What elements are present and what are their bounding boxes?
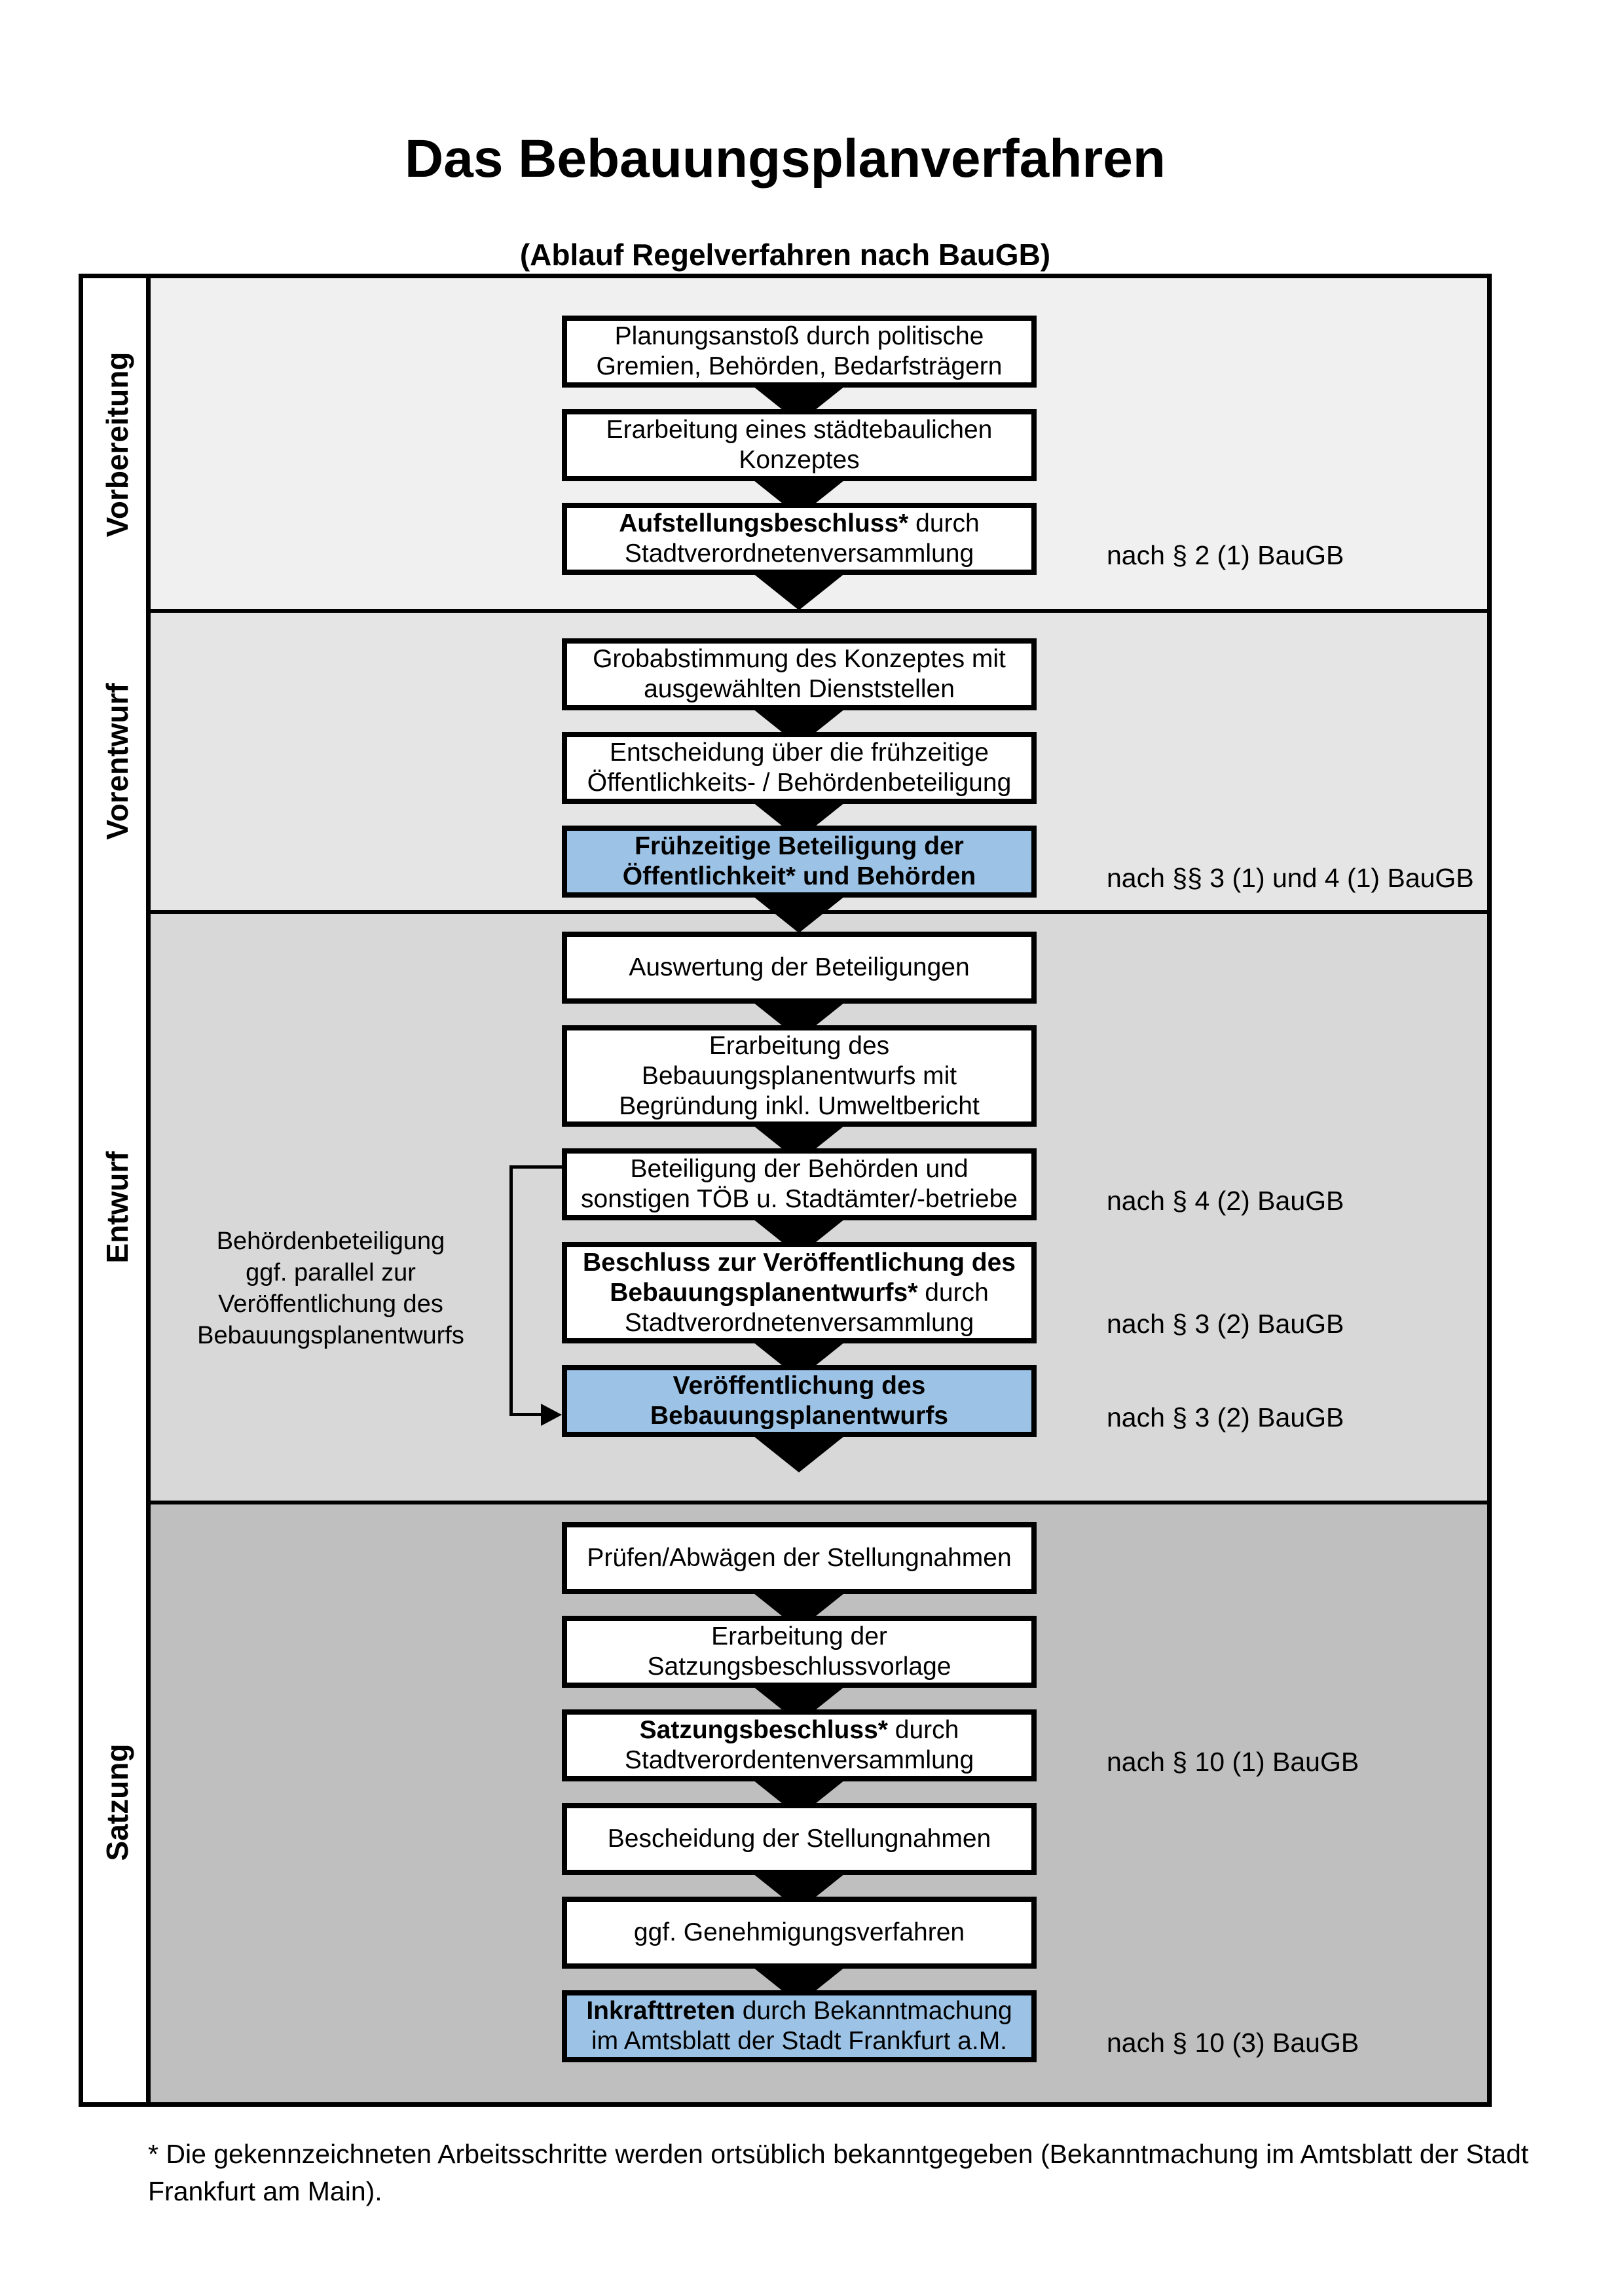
flow-box-text-line: Auswertung der Beteiligungen: [629, 953, 970, 981]
flow-box: Bescheidung der Stellungnahmen: [562, 1803, 1037, 1875]
page-subtitle: (Ablauf Regelverfahren nach BauGB): [519, 238, 1051, 272]
flow-box-text-line: Inkrafttreten durch Bekanntmachung: [586, 1997, 1012, 2025]
law-annotation: nach § 4 (2) BauGB: [1107, 1186, 1344, 1216]
flow-box-text-line: Frühzeitige Beteiligung der: [635, 832, 964, 860]
flow-box-text-line: Entscheidung über die frühzeitige: [610, 738, 989, 767]
flow-box-text-line: im Amtsblatt der Stadt Frankfurt a.M.: [591, 2027, 1008, 2055]
flow-box-text-line: Grobabstimmung des Konzeptes mit: [593, 645, 1006, 673]
flow-box-text-line: Satzungsbeschluss* durch: [639, 1716, 959, 1744]
flow-box-text-line: ggf. Genehmigungsverfahren: [633, 1918, 965, 1946]
flow-box-text-line: Erarbeitung der: [711, 1622, 887, 1650]
law-annotation: nach § 3 (2) BauGB: [1107, 1309, 1344, 1339]
flow-box-text-line: Planungsanstoß durch politische: [614, 322, 984, 350]
flow-box: ggf. Genehmigungsverfahren: [562, 1897, 1037, 1969]
flow-box-text-line: Veröffentlichung des: [673, 1372, 926, 1400]
law-annotation: nach § 3 (2) BauGB: [1107, 1402, 1344, 1432]
law-annotation: nach § 2 (1) BauGB: [1107, 540, 1344, 570]
arrow-down-icon: [750, 1433, 848, 1472]
flow-box-text-line: Öffentlichkeit* und Behörden: [622, 862, 976, 890]
flow-box-text-line: Prüfen/Abwägen der Stellungnahmen: [587, 1544, 1012, 1572]
law-annotation: nach §§ 3 (1) und 4 (1) BauGB: [1107, 863, 1474, 893]
flow-box-text-line: Stadtverordnetenversammlung: [624, 1308, 974, 1337]
footnote: * Die gekennzeichneten Arbeitsschritte w…: [148, 2136, 1562, 2210]
side-note-line: Bebauungsplanentwurfs: [197, 1322, 464, 1349]
flow-box-text-line: Gremien, Behörden, Bedarfsträgern: [596, 352, 1003, 380]
connector-arrowhead-icon: [541, 1404, 562, 1426]
phase-label-column: Vorbereitung Vorentwurf Entwurf Satzung: [83, 278, 151, 2102]
row-divider: [83, 1501, 1487, 1504]
flow-box: Prüfen/Abwägen der Stellungnahmen: [562, 1522, 1037, 1594]
law-annotation: nach § 10 (1) BauGB: [1107, 1747, 1359, 1777]
footnote-line: * Die gekennzeichneten Arbeitsschritte w…: [148, 2139, 1529, 2169]
side-note: Behördenbeteiligung ggf. parallel zur Ve…: [151, 1226, 511, 1351]
flow-box-text-line: sonstigen TÖB u. Stadtämter/-betriebe: [581, 1185, 1018, 1213]
flow-box-text-line: Begründung inkl. Umweltbericht: [619, 1091, 980, 1120]
row-divider: [83, 609, 1487, 613]
side-note-line: Veröffentlichung des: [218, 1290, 443, 1318]
flow-box-text-line: ausgewählten Dienststellen: [644, 675, 955, 703]
flow-box-text-line: Stadtverordentenversammlung: [624, 1746, 974, 1774]
flow-box-text-line: Erarbeitung des: [709, 1031, 890, 1060]
flow-box-text-line: Bebauungsplanentwurfs: [650, 1402, 949, 1430]
law-annotation: nach § 10 (3) BauGB: [1107, 2028, 1359, 2058]
flow-box-text-line: Erarbeitung eines städtebaulichen: [606, 416, 993, 444]
flow-box: Auswertung der Beteiligungen: [562, 932, 1037, 1004]
flow-box-text-line: Aufstellungsbeschluss* durch: [619, 509, 980, 538]
footnote-line: Frankfurt am Main).: [148, 2176, 382, 2206]
connector-line-top: [509, 1165, 562, 1169]
flow-box-text-line: Beschluss zur Veröffentlichung des: [583, 1248, 1016, 1277]
page-title: Das Bebauungsplanverfahren: [405, 129, 1166, 189]
flow-box-text-line: Bebauungsplanentwurfs* durch: [610, 1278, 989, 1307]
flow-box-text-line: Stadtverordnetenversammlung: [624, 539, 974, 568]
arrow-down-icon: [750, 571, 848, 610]
arrow-down-icon: [750, 894, 848, 933]
side-note-line: ggf. parallel zur: [246, 1259, 416, 1286]
connector-line-bottom: [509, 1413, 544, 1416]
flow-box-text-line: Satzungsbeschlussvorlage: [647, 1652, 951, 1681]
connector-line-vertical: [509, 1165, 513, 1415]
flow-box-text-line: Öffentlichkeits- / Behördenbeteiligung: [587, 769, 1012, 797]
flow-box-text-line: Konzeptes: [739, 446, 860, 474]
flow-box-text-line: Bescheidung der Stellungnahmen: [607, 1825, 991, 1853]
flow-box-text-line: Bebauungsplanentwurfs mit: [641, 1061, 957, 1090]
flow-box-text-line: Beteiligung der Behörden und: [630, 1155, 969, 1183]
side-note-line: Behördenbeteiligung: [216, 1228, 445, 1255]
